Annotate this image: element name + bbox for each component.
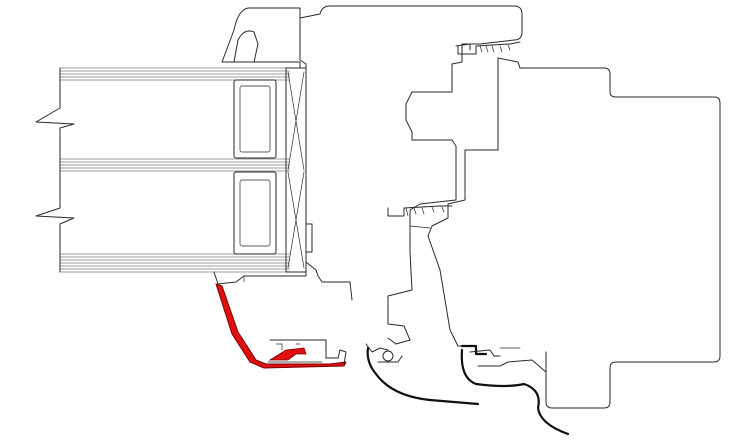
insulated-glass-unit bbox=[35, 67, 313, 273]
hardware-detail-upper bbox=[455, 41, 521, 55]
outer-frame-profile bbox=[427, 57, 721, 409]
hardware-detail-lower bbox=[387, 205, 453, 217]
spacer-top bbox=[233, 79, 277, 159]
weather-seal-left bbox=[365, 343, 480, 406]
glazing-bead-bottom bbox=[213, 271, 307, 285]
trim-clip bbox=[269, 339, 347, 365]
spacer-bottom bbox=[233, 171, 277, 255]
break-line-bottom bbox=[35, 170, 75, 273]
sash-profile bbox=[299, 5, 523, 345]
break-line-top bbox=[35, 67, 75, 172]
highlighted-trim-profile bbox=[215, 283, 347, 369]
glazing-bead-top bbox=[221, 7, 301, 69]
weather-seal-right bbox=[460, 344, 570, 436]
setting-block bbox=[285, 67, 307, 273]
